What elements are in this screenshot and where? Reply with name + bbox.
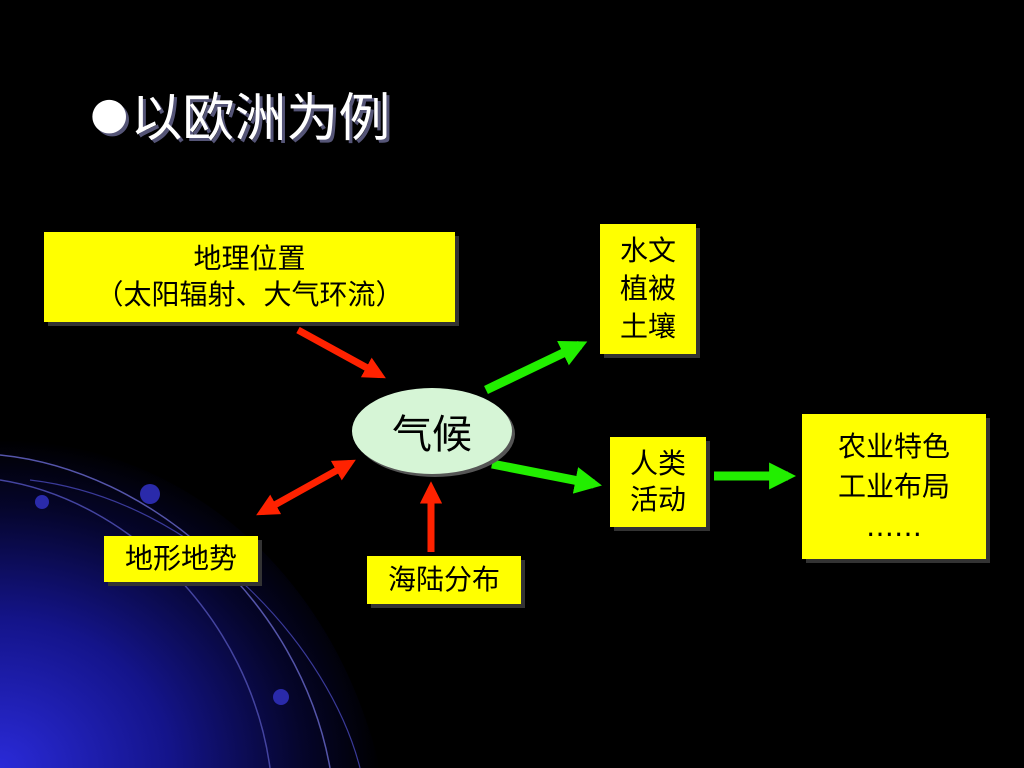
orbit-dot-3: [273, 689, 289, 705]
outcome-box: 农业特色 工业布局 ……: [802, 414, 986, 559]
human-activity-box: 人类 活动: [610, 437, 706, 527]
arrow-climate-to-effects: [484, 340, 588, 395]
slide-title-text: 以欧洲为例: [130, 88, 391, 149]
arrow-climate-to-human: [491, 459, 602, 494]
effects-vegetation: 植被: [619, 272, 676, 305]
effects-box: 水文 植被 土壤: [600, 224, 696, 354]
orbit-dot-2: [35, 495, 49, 509]
outcome-industry: 工业布局: [837, 469, 950, 503]
effects-soil: 土壤: [619, 310, 676, 343]
effects-hydrology: 水文: [619, 234, 676, 267]
geographic-location-box: 地理位置 （太阳辐射、大气环流）: [44, 232, 455, 322]
arrow-terrain-climate: [256, 459, 356, 516]
outcome-agriculture: 农业特色: [837, 429, 950, 463]
climate-node: 气候: [352, 388, 512, 474]
slide-title: ● 以欧洲为例: [90, 78, 391, 149]
terrain-label: 地形地势: [124, 542, 237, 575]
orbit-dot-1: [140, 484, 160, 504]
arrow-location-to-climate: [296, 326, 386, 379]
terrain-box: 地形地势: [104, 536, 258, 582]
climate-label: 气候: [392, 412, 472, 458]
geographic-location-label: 地理位置: [193, 242, 306, 275]
blue-glow: [0, 440, 380, 768]
geographic-location-detail: （太阳辐射、大气环流）: [95, 278, 404, 311]
orbit-line-3: [29, 479, 361, 768]
human-activity-line2: 活动: [629, 483, 686, 516]
bullet-icon: ●: [90, 87, 129, 139]
land-sea-box: 海陆分布: [367, 556, 521, 604]
human-activity-line1: 人类: [629, 447, 686, 480]
land-sea-label: 海陆分布: [387, 563, 500, 596]
outcome-ellipsis: ……: [866, 509, 922, 543]
